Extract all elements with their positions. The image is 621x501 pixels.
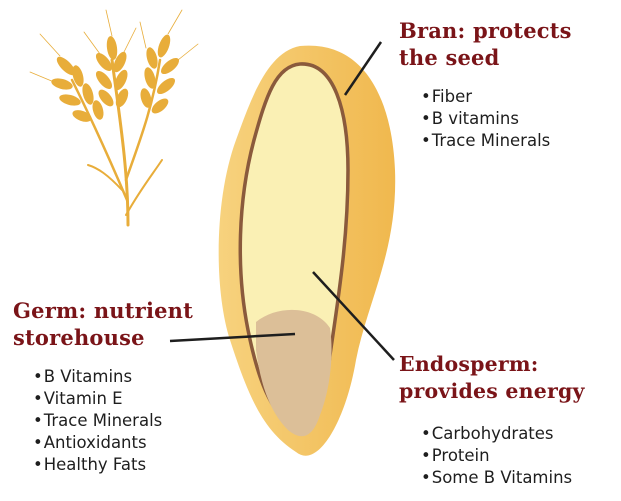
wheat-stalk-icon xyxy=(30,10,198,225)
list-item: Antioxidants xyxy=(33,432,162,454)
endosperm-heading-line2: provides energy xyxy=(399,378,585,405)
germ-heading-line1: Germ: nutrient xyxy=(13,297,193,324)
bran-heading-line1: Bran: protects xyxy=(399,17,572,44)
list-item: Trace Minerals xyxy=(421,130,550,152)
endosperm-heading-line1: Endosperm: xyxy=(399,351,585,378)
endosperm-nutrient-list: Carbohydrates Protein Some B Vitamins xyxy=(421,423,572,489)
germ-nutrient-list: B Vitamins Vitamin E Trace Minerals Anti… xyxy=(33,366,162,476)
list-item: B Vitamins xyxy=(33,366,162,388)
list-item: Carbohydrates xyxy=(421,423,572,445)
germ-heading: Germ: nutrient storehouse xyxy=(13,297,193,351)
list-item: Fiber xyxy=(421,86,550,108)
list-item: Healthy Fats xyxy=(33,454,162,476)
list-item: B vitamins xyxy=(421,108,550,130)
bran-nutrient-list: Fiber B vitamins Trace Minerals xyxy=(421,86,550,152)
germ-heading-line2: storehouse xyxy=(13,324,193,351)
list-item: Vitamin E xyxy=(33,388,162,410)
bran-heading: Bran: protects the seed xyxy=(399,17,572,71)
endosperm-heading: Endosperm: provides energy xyxy=(399,351,585,405)
bran-heading-line2: the seed xyxy=(399,44,572,71)
list-item: Protein xyxy=(421,445,572,467)
list-item: Some B Vitamins xyxy=(421,467,572,489)
list-item: Trace Minerals xyxy=(33,410,162,432)
